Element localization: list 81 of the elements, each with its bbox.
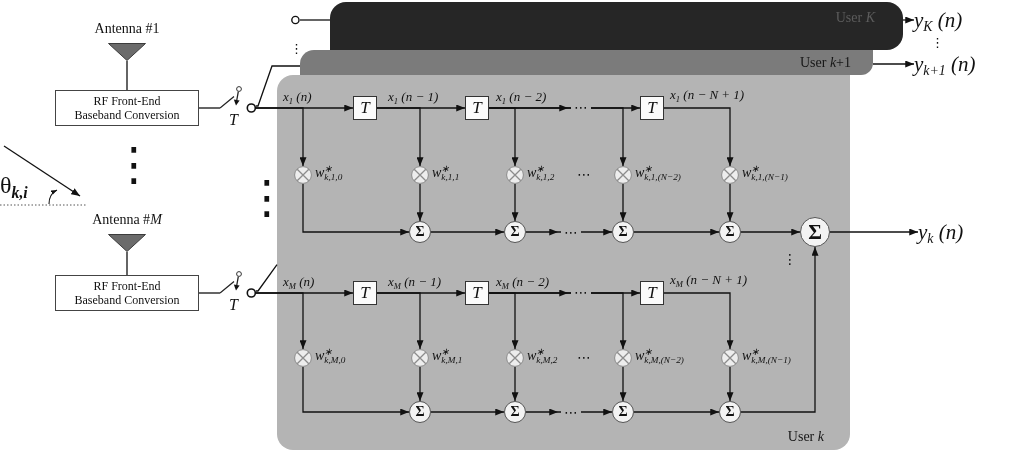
summing-node: Σ	[409, 221, 431, 243]
arrow	[302, 366, 410, 416]
summing-node: Σ	[800, 217, 830, 247]
summing-node: Σ	[719, 401, 741, 423]
panel-title: User k	[787, 429, 824, 445]
delay-box: T	[640, 281, 664, 305]
process-box: RF Front-End Baseband Conversion	[55, 275, 199, 311]
arrow	[255, 292, 307, 350]
arrow	[302, 183, 410, 236]
arrow	[416, 183, 424, 222]
delay-box: T	[353, 281, 377, 305]
edge-label: x$_{M}$ (n − 1)	[388, 274, 442, 290]
output-label: y$_{K}$ (n)	[914, 6, 963, 34]
arrow	[525, 229, 613, 236]
edge-label: x$_{M}$ (n)	[283, 274, 315, 290]
summing-node: Σ	[612, 401, 634, 423]
arrow	[740, 228, 801, 236]
delay-box: T	[465, 96, 489, 120]
edge-label: x$_{1}$ (n)	[283, 89, 312, 105]
angle-label: θ$_{k,i}$	[0, 172, 28, 198]
delay-box: T	[640, 96, 664, 120]
edge-label: x$_{1}$ (n − 1)	[388, 89, 439, 105]
arrow	[872, 60, 915, 68]
arrow	[255, 107, 307, 167]
arrow	[740, 246, 819, 413]
user-panel	[300, 50, 873, 75]
switch-label: T	[229, 112, 238, 128]
user-panel	[277, 75, 850, 450]
contact-line	[291, 15, 331, 25]
switch-label: T	[229, 297, 238, 313]
arrow	[619, 366, 627, 402]
edge-label: x$_{M}$ (n − N + 1)	[670, 272, 748, 288]
edge-label: x$_{M}$ (n − 2)	[496, 274, 550, 290]
summing-node: Σ	[409, 401, 431, 423]
connector-line	[198, 107, 221, 109]
arrow	[902, 16, 915, 24]
ellipsis: ⋯	[577, 350, 591, 364]
delay-box: T	[465, 281, 489, 305]
arrow	[511, 366, 519, 402]
arrow	[488, 292, 627, 350]
arrow	[488, 107, 627, 167]
ellipsis: ⋮	[783, 252, 797, 266]
edge-label: x$_{1}$ (n − N + 1)	[670, 87, 745, 103]
arrow	[430, 408, 505, 416]
user-panel	[330, 2, 903, 50]
arrow	[430, 228, 505, 236]
connector-line	[126, 60, 128, 91]
ellipsis: ⋮	[111, 141, 157, 187]
ellipsis: ⋮	[290, 42, 303, 55]
arrow	[829, 228, 919, 236]
ellipsis: ⋮	[931, 36, 944, 49]
process-box: RF Front-End Baseband Conversion	[55, 90, 199, 126]
ellipsis: ⋮	[244, 174, 290, 220]
panel-title: User k+1	[799, 55, 851, 71]
summing-node: Σ	[612, 221, 634, 243]
ellipsis: ⋯	[577, 167, 591, 181]
summing-node: Σ	[719, 221, 741, 243]
arrow	[633, 408, 720, 416]
output-label: y$_{k+1}$ (n)	[914, 50, 976, 78]
arrow	[726, 183, 734, 222]
arrow	[416, 366, 424, 402]
connector-line	[198, 292, 221, 294]
arrow	[376, 292, 424, 350]
arrow	[663, 292, 734, 350]
connector-line	[255, 264, 278, 292]
arrow	[619, 183, 627, 222]
connector-line	[255, 65, 301, 107]
arrow	[726, 366, 734, 402]
summing-node: Σ	[504, 221, 526, 243]
delay-box: T	[353, 96, 377, 120]
output-label: y$_{k}$ (n)	[918, 218, 964, 246]
arrow	[663, 107, 734, 167]
connector-line	[126, 251, 128, 276]
arrow	[633, 228, 720, 236]
edge-label: x$_{1}$ (n − 2)	[496, 89, 547, 105]
arrow	[525, 409, 613, 416]
summing-node: Σ	[504, 401, 526, 423]
antenna-label: Antenna #1	[93, 20, 161, 38]
antenna-label: Antenna #M	[91, 211, 164, 229]
arrow	[376, 107, 424, 167]
arrow	[511, 183, 519, 222]
